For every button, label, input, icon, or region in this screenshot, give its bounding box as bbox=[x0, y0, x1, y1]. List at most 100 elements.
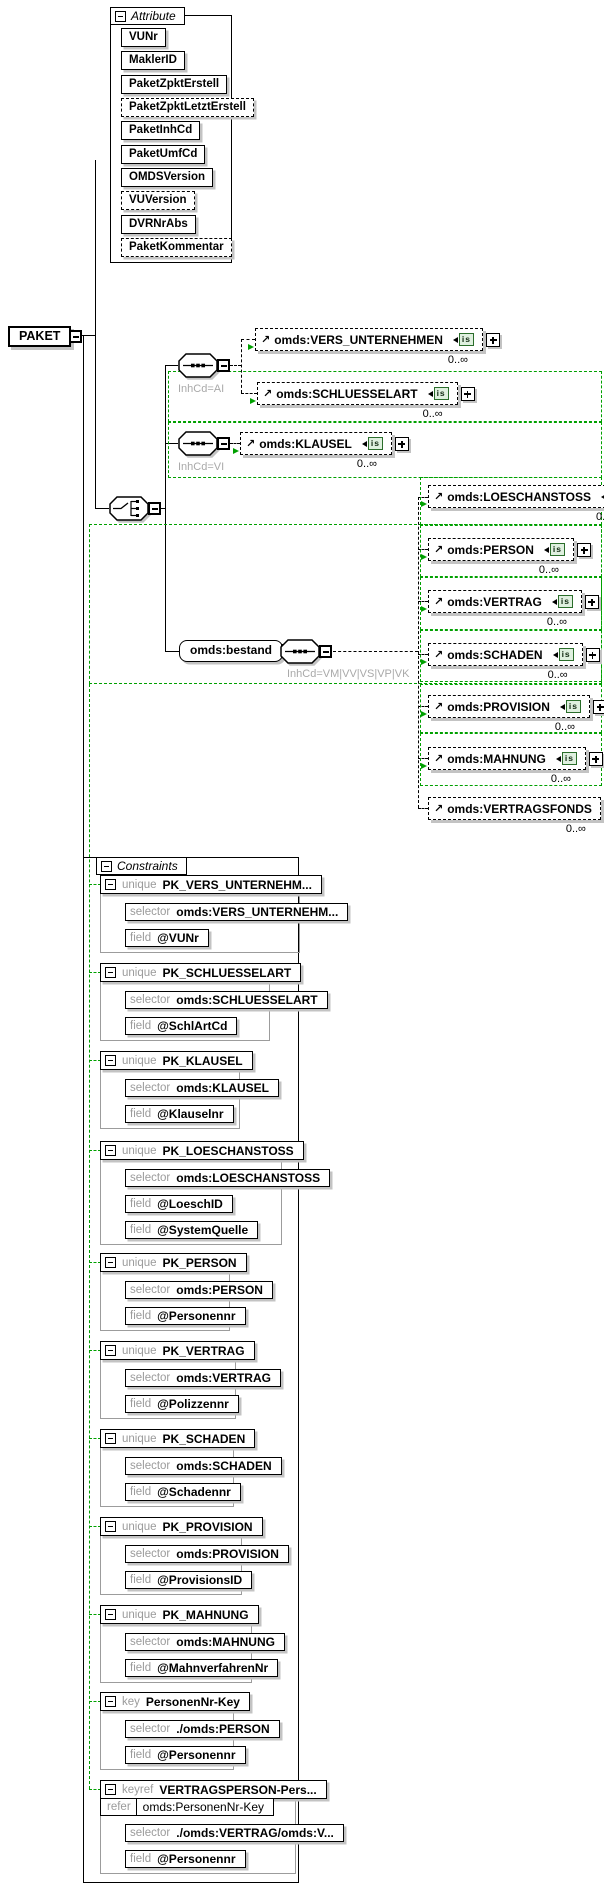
constraint-pk-vers-unternehmen[interactable]: unique PK_VERS_UNTERNEHM... bbox=[100, 875, 322, 894]
collapse-icon[interactable] bbox=[217, 359, 230, 372]
connector bbox=[241, 339, 242, 393]
constraint-field: field @SchlArtCd bbox=[125, 1017, 238, 1035]
constraint-selector: selector omds:VERS_UNTERNEHM... bbox=[125, 903, 349, 921]
occurrence-label: 0..∞ bbox=[422, 408, 443, 420]
element-vertragsfonds[interactable]: ↗ omds:VERTRAGSFONDS 0..∞ bbox=[428, 797, 604, 835]
constraint-pk-provision[interactable]: unique PK_PROVISION bbox=[100, 1517, 263, 1536]
collapse-icon[interactable] bbox=[105, 1345, 116, 1356]
constraint-arrow-icon bbox=[359, 440, 367, 447]
collapse-icon[interactable] bbox=[105, 1257, 116, 1268]
element-schluesselart[interactable]: ↗ omds:SCHLUESSELART is 0..∞ bbox=[250, 382, 475, 420]
collapse-icon[interactable] bbox=[105, 1055, 116, 1066]
optional-rail bbox=[89, 1438, 101, 1439]
element-mahnung[interactable]: ↗ omds:MAHNUNG is 0..∞ bbox=[421, 747, 603, 785]
constraint-pk-klausel[interactable]: unique PK_KLAUSEL bbox=[100, 1051, 253, 1070]
element-provision[interactable]: ↗ omds:PROVISION is 0..∞ bbox=[421, 695, 604, 733]
collapse-icon[interactable] bbox=[105, 1433, 116, 1444]
substitution-arrow-icon: ↗ bbox=[434, 596, 444, 608]
collapse-icon[interactable] bbox=[105, 1145, 116, 1156]
optional-marker-icon bbox=[421, 763, 430, 769]
optional-marker-icon bbox=[233, 448, 242, 454]
constraint-pk-mahnung[interactable]: unique PK_MAHNUNG bbox=[100, 1605, 259, 1624]
connector bbox=[95, 160, 96, 508]
collapse-icon[interactable] bbox=[319, 645, 332, 658]
expand-plus-icon[interactable] bbox=[593, 700, 604, 714]
element-vertrag[interactable]: ↗ omds:VERTRAG is 0..∞ bbox=[421, 590, 599, 628]
constraint-field: field @Klauselnr bbox=[125, 1105, 234, 1123]
collapse-icon[interactable] bbox=[105, 879, 116, 890]
attribute-vuversion[interactable]: VUVersion bbox=[121, 191, 195, 210]
element-paket[interactable]: PAKET bbox=[8, 326, 83, 347]
constraint-arrow-icon bbox=[549, 598, 557, 605]
expand-plus-icon[interactable] bbox=[577, 543, 591, 557]
constraint-vertragsperson-keyref[interactable]: keyref VERTRAGSPERSON-Pers... bbox=[100, 1780, 327, 1799]
attribute-dvrnrabs[interactable]: DVRNrAbs bbox=[121, 215, 196, 234]
constraint-pk-schluesselart[interactable]: unique PK_SCHLUESSELART bbox=[100, 963, 302, 982]
optional-rail bbox=[89, 684, 90, 1789]
element-loeschanstoss[interactable]: ↗ omds:LOESCHANSTOSS is 0..∞ bbox=[421, 485, 604, 523]
collapse-icon[interactable] bbox=[101, 860, 112, 872]
collapse-icon[interactable] bbox=[105, 1784, 116, 1795]
element-schaden[interactable]: ↗ omds:SCHADEN is 0..∞ bbox=[421, 643, 600, 681]
constraints-panel-title: Constraints bbox=[117, 859, 178, 873]
connector bbox=[230, 443, 240, 444]
collapse-icon[interactable] bbox=[105, 967, 116, 978]
attribute-paketkommentar[interactable]: PaketKommentar bbox=[121, 238, 232, 257]
attribute-paketinhcd[interactable]: PaketInhCd bbox=[121, 121, 201, 140]
expand-plus-icon[interactable] bbox=[584, 595, 599, 609]
attribute-panel-header: Attribute bbox=[110, 7, 185, 25]
constraint-pk-schaden[interactable]: unique PK_SCHADEN bbox=[100, 1429, 256, 1448]
connector bbox=[165, 651, 179, 652]
constraint-pk-vertrag[interactable]: unique PK_VERTRAG bbox=[100, 1341, 255, 1360]
attribute-paketumfcd[interactable]: PaketUmfCd bbox=[121, 145, 206, 164]
optional-group-outline bbox=[420, 577, 602, 630]
constraint-field: field @MahnverfahrenNr bbox=[125, 1659, 279, 1677]
attribute-omdsversion[interactable]: OMDSVersion bbox=[121, 168, 214, 187]
substitution-arrow-icon: ↗ bbox=[263, 388, 273, 400]
choice-connector[interactable] bbox=[109, 496, 161, 521]
constraint-field: field @VUNr bbox=[125, 929, 209, 947]
collapse-icon[interactable] bbox=[105, 1609, 116, 1620]
constraint-pk-person[interactable]: unique PK_PERSON bbox=[100, 1253, 247, 1272]
element-klausel[interactable]: ↗ omds:KLAUSEL is 0..∞ bbox=[233, 432, 409, 470]
collapse-icon[interactable] bbox=[69, 330, 83, 343]
connector bbox=[241, 339, 255, 340]
sequence-connector[interactable] bbox=[178, 431, 230, 456]
substitution-arrow-icon: ↗ bbox=[261, 334, 271, 346]
attribute-vunr[interactable]: VUNr bbox=[121, 28, 166, 47]
constraint-selector: selector omds:SCHADEN bbox=[125, 1457, 282, 1475]
expand-plus-icon[interactable] bbox=[460, 387, 475, 401]
element-vers-unternehmen[interactable]: ↗ omds:VERS_UNTERNEHMEN is 0..∞ bbox=[248, 328, 500, 366]
collapse-icon[interactable] bbox=[217, 437, 230, 450]
collapse-icon[interactable] bbox=[105, 1696, 116, 1707]
element-person[interactable]: ↗ omds:PERSON is 0..∞ bbox=[421, 538, 591, 576]
occurrence-label: 0..∞ bbox=[546, 616, 567, 628]
constraint-field: field @Personennr bbox=[125, 1850, 246, 1868]
expand-plus-icon[interactable] bbox=[588, 752, 603, 766]
attribute-paketzpkterstell[interactable]: PaketZpktErstell bbox=[121, 75, 228, 94]
constraint-field: field @LoeschID bbox=[125, 1195, 233, 1213]
expand-plus-icon[interactable] bbox=[394, 437, 409, 451]
collapse-icon[interactable] bbox=[148, 502, 161, 515]
connector bbox=[333, 651, 418, 652]
constraint-arrow-icon bbox=[553, 755, 561, 762]
attribute-paketzpktletzterstell[interactable]: PaketZpktLetztErstell bbox=[121, 98, 254, 117]
expand-plus-icon[interactable] bbox=[486, 333, 500, 347]
collapse-icon[interactable] bbox=[105, 1521, 116, 1532]
collapse-icon[interactable] bbox=[115, 10, 126, 22]
element-bestand[interactable]: omds:bestand bbox=[179, 640, 295, 662]
sequence-connector[interactable] bbox=[178, 353, 230, 378]
constraint-refer: refer omds:PersonenNr-Key bbox=[100, 1798, 275, 1816]
optional-marker-icon bbox=[421, 501, 430, 507]
constraint-pk-loeschanstoss[interactable]: unique PK_LOESCHANSTOSS bbox=[100, 1141, 304, 1160]
constraint-personennr-key[interactable]: key PersonenNr-Key bbox=[100, 1692, 250, 1711]
substitution-arrow-icon: ↗ bbox=[434, 701, 444, 713]
identity-constraint-badge: is bbox=[458, 333, 474, 346]
connector bbox=[70, 335, 95, 336]
occurrence-label: 0..∞ bbox=[547, 669, 568, 681]
constraints-panel bbox=[83, 857, 299, 1883]
attribute-maklerid[interactable]: MaklerID bbox=[121, 51, 185, 70]
expand-plus-icon[interactable] bbox=[585, 648, 600, 662]
sequence-connector[interactable] bbox=[280, 639, 332, 664]
